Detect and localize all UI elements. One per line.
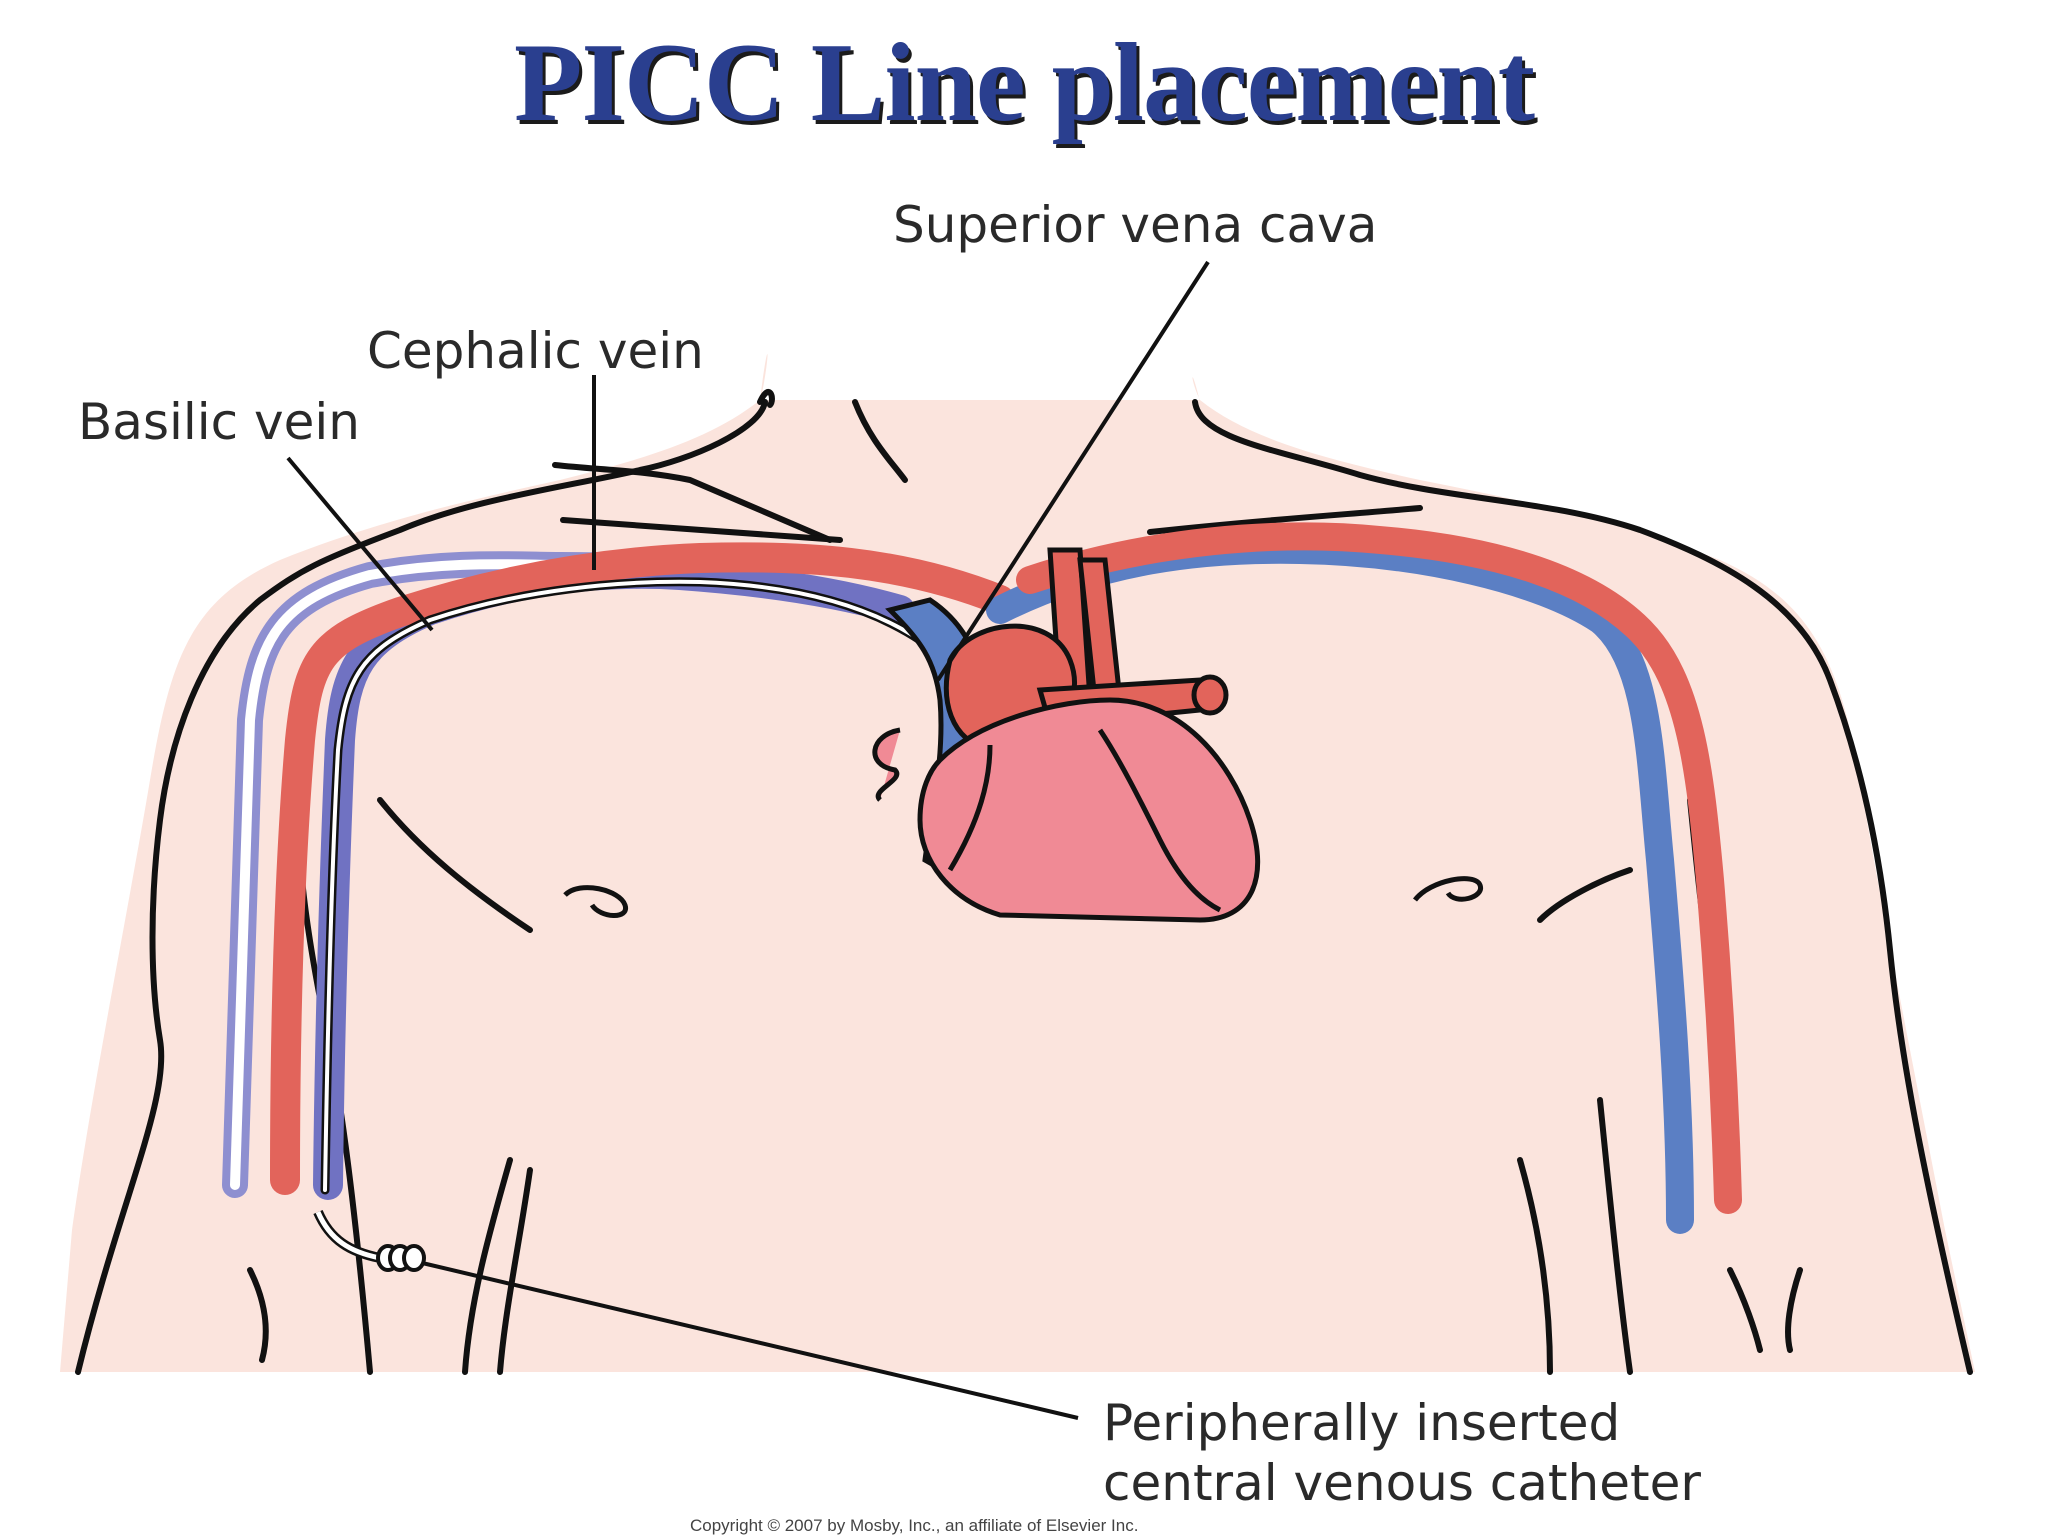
heart — [872, 547, 1261, 923]
arm-artery-path — [270, 542, 1015, 1195]
basilic-leader — [286, 456, 434, 632]
label-basilic-vein: Basilic vein — [78, 393, 360, 451]
label-cephalic-vein: Cephalic vein — [367, 322, 704, 380]
svc-leader — [936, 260, 1210, 682]
right-arm-vessels — [986, 522, 1742, 1234]
slide-title: PICC Line placement — [513, 21, 1535, 145]
label-catheter-line2: central venous catheter — [1103, 1454, 1701, 1512]
nipples — [563, 876, 1483, 918]
left-arm-vessels — [222, 542, 1015, 1200]
catheter-hub — [313, 1209, 426, 1272]
catheter-leader — [417, 1260, 1079, 1420]
leader-lines — [286, 260, 1210, 1420]
label-catheter-line1: Peripherally inserted — [1103, 1394, 1620, 1452]
label-superior-vena-cava: Superior vena cava — [893, 196, 1377, 254]
copyright-notice: Copyright © 2007 by Mosby, Inc., an affi… — [690, 1516, 1138, 1535]
